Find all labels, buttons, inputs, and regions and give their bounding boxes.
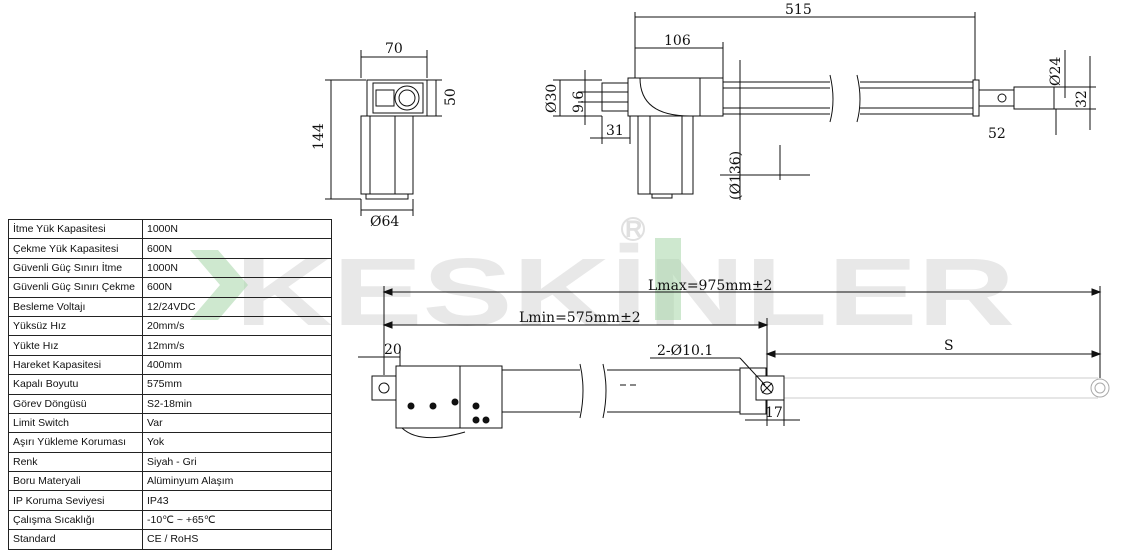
spec-value: CE / RoHS xyxy=(142,529,332,550)
dim-rod-diameter: Ø24 xyxy=(1048,57,1064,86)
spec-key: Çekme Yük Kapasitesi xyxy=(8,238,143,259)
dim-tip: 17 xyxy=(765,405,783,421)
spec-key: Hareket Kapasitesi xyxy=(8,354,143,376)
spec-value: Var xyxy=(142,412,332,434)
dim-total-height: 144 xyxy=(311,123,327,150)
registered-icon xyxy=(621,217,645,241)
spec-value: Alüminyum Alaşım xyxy=(142,471,332,492)
dim-rear-offset: 31 xyxy=(606,123,624,139)
dim-total-length: 515 xyxy=(785,2,812,18)
spec-key: Aşırı Yükleme Koruması xyxy=(8,432,143,453)
top-view xyxy=(553,12,1096,200)
length-view xyxy=(358,286,1110,439)
spec-value: 12mm/s xyxy=(142,335,332,356)
spec-value: 1000N xyxy=(142,218,332,240)
spec-key: IP Koruma Seviyesi xyxy=(8,490,143,511)
spec-key: Güvenli Güç Sınırı İtme xyxy=(8,257,143,279)
spec-key: İtme Yük Kapasitesi xyxy=(8,218,143,240)
spec-value: 1000N xyxy=(142,257,332,279)
spec-key: Limit Switch xyxy=(8,412,143,434)
dim-rear-diameter: Ø30 xyxy=(544,84,560,113)
dim-diameter: Ø64 xyxy=(370,214,399,230)
spec-key: Yükte Hız xyxy=(8,335,143,356)
spec-value: -10℃ ~ +65℃ xyxy=(142,509,332,531)
spec-key: Güvenli Güç Sınırı Çekme xyxy=(8,277,143,298)
dim-rod-end: 32 xyxy=(1074,90,1090,108)
spec-value: Siyah - Gri xyxy=(142,451,332,473)
spec-value: 600N xyxy=(142,277,332,298)
registered-mark: R xyxy=(625,216,642,243)
spec-value: 12/24VDC xyxy=(142,296,332,317)
dim-holes: 2-Ø10.1 xyxy=(657,343,713,359)
dim-motor-length: 106 xyxy=(664,33,691,49)
spec-value: Yok xyxy=(142,432,332,453)
dim-stroke: S xyxy=(944,338,954,354)
spec-value: IP43 xyxy=(142,490,332,511)
dim-head-height: 50 xyxy=(443,88,459,106)
spec-key: Görev Döngüsü xyxy=(8,393,143,414)
spec-value: 20mm/s xyxy=(142,315,332,337)
dim-end-offset: 20 xyxy=(384,342,402,358)
watermark-accent xyxy=(655,238,681,320)
dim-motor-diameter: (Ø136) xyxy=(728,151,744,200)
dim-width: 70 xyxy=(385,41,403,57)
spec-key: Çalışma Sıcaklığı xyxy=(8,509,143,531)
spec-key: Yüksüz Hız xyxy=(8,315,143,337)
spec-value: 600N xyxy=(142,238,332,259)
dim-lmax: Lmax=975mm±2 xyxy=(648,278,772,294)
spec-key: Boru Materyali xyxy=(8,471,143,492)
spec-value: S2-18min xyxy=(142,393,332,414)
spec-key: Standard xyxy=(8,529,143,550)
spec-key: Kapalı Boyutu xyxy=(8,374,143,395)
spec-key: Renk xyxy=(8,451,143,473)
table-row: Çalışma Sıcaklığı-10℃ ~ +65℃ xyxy=(8,509,332,531)
dim-rod-length: 52 xyxy=(988,126,1006,142)
spec-value: 575mm xyxy=(142,374,332,395)
dim-lmin: Lmin=575mm±2 xyxy=(519,310,641,326)
dim-rear-hole: 9.6 xyxy=(571,91,587,113)
side-view xyxy=(325,50,442,216)
spec-value: 400mm xyxy=(142,354,332,376)
spec-key: Besleme Voltajı xyxy=(8,296,143,317)
